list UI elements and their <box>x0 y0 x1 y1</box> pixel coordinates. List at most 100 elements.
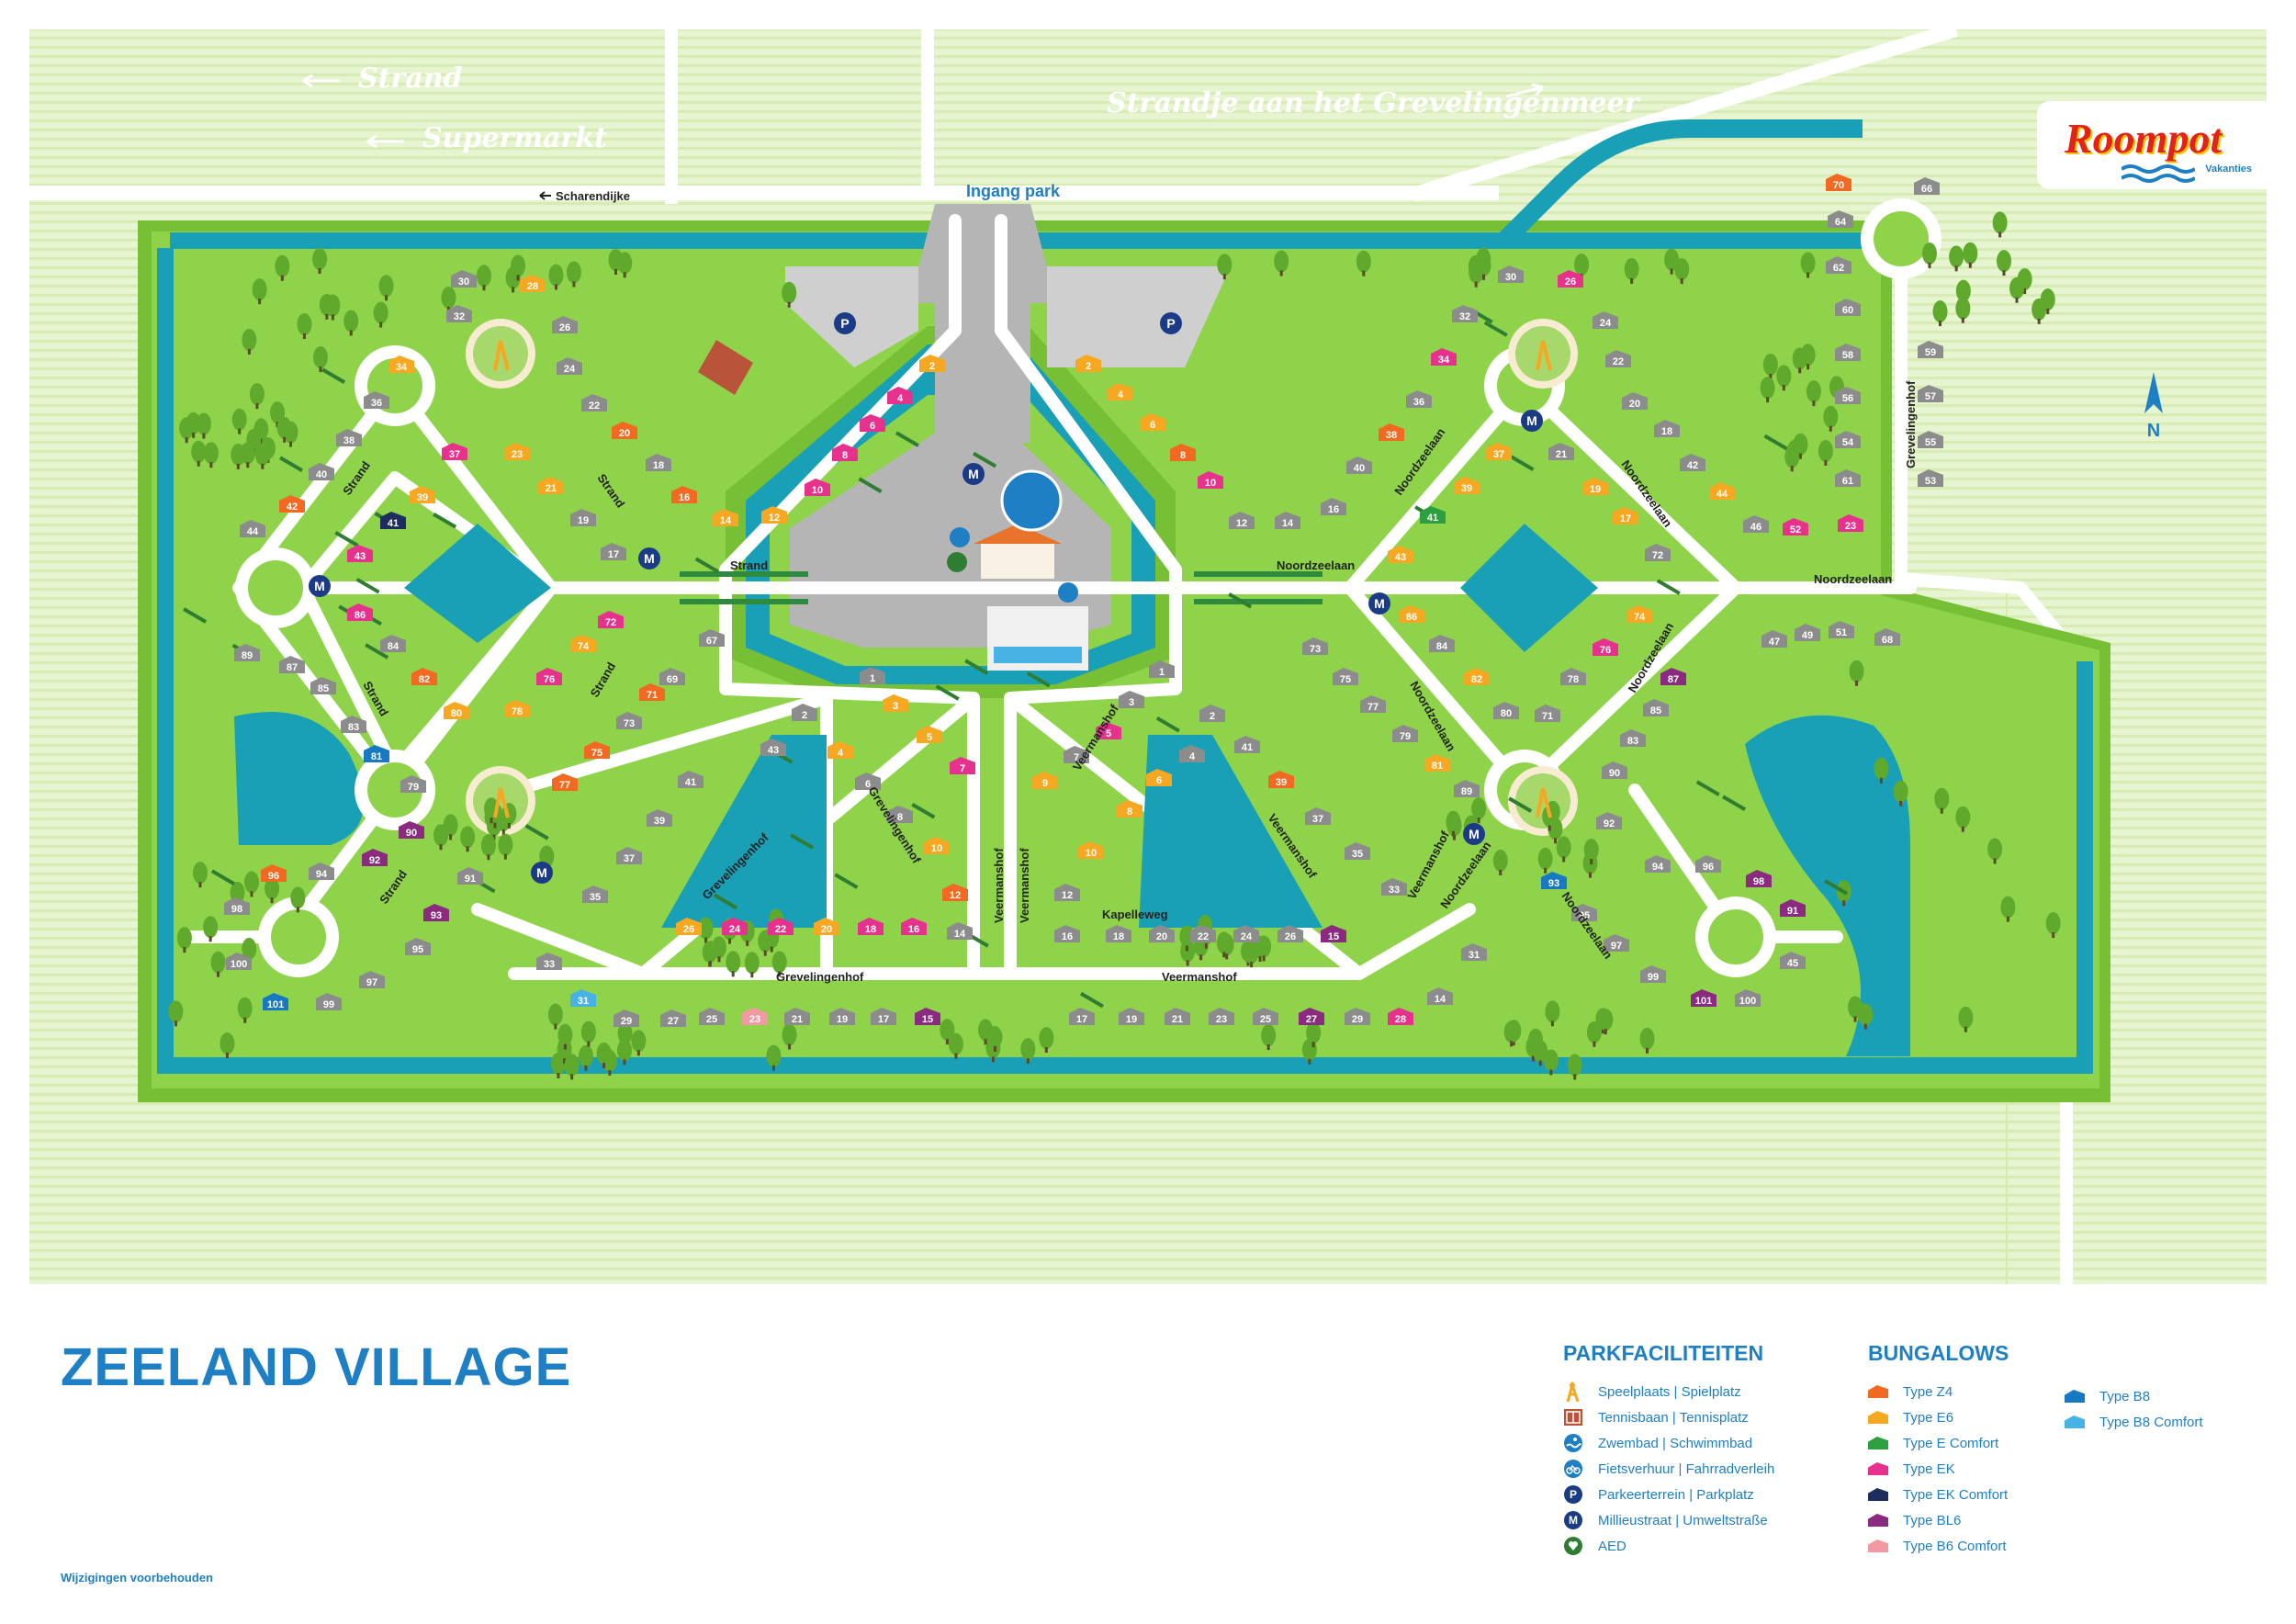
tree <box>1800 344 1816 367</box>
bungalow: 39 <box>1268 771 1294 788</box>
tree <box>1274 250 1289 273</box>
tree <box>249 383 264 406</box>
bungalow-number: 20 <box>821 924 832 935</box>
legend-label: Fietsverhuur | Fahrradverleih <box>1598 1460 1775 1477</box>
tree-trunk <box>1553 838 1557 844</box>
house-icon <box>2065 1386 2085 1406</box>
tree <box>1306 1021 1322 1044</box>
house-icon <box>1399 605 1424 623</box>
bungalow-number: 72 <box>1652 550 1663 561</box>
bungalow-number: 89 <box>1461 786 1472 797</box>
tree <box>312 248 328 271</box>
tree-trunk <box>209 462 213 468</box>
legend-label: Type E Comfort <box>1903 1435 1999 1451</box>
bungalow-number: 32 <box>1459 311 1470 322</box>
tree-trunk <box>1199 954 1203 961</box>
bungalow-number: 56 <box>1842 393 1853 404</box>
legend-item: Type E6 <box>1868 1404 2009 1430</box>
bungalow-number: 16 <box>908 924 919 935</box>
house-icon <box>1117 800 1142 818</box>
tree-trunk <box>439 844 443 851</box>
tree <box>1537 847 1553 870</box>
bungalow-number: 43 <box>768 745 779 756</box>
house-icon <box>504 700 530 717</box>
bungalow-number: 19 <box>578 515 589 526</box>
roompot-logo[interactable]: Roompot Vakanties <box>2037 101 2276 189</box>
compass-label: N <box>2147 421 2160 441</box>
house-icon <box>279 656 305 673</box>
house-icon <box>601 543 626 560</box>
legend-item: Type EK Comfort <box>1868 1482 2009 1507</box>
bungalow-number: 21 <box>1556 449 1567 460</box>
tree-trunk <box>349 330 353 336</box>
parking-glyph: P <box>1166 316 1175 331</box>
bungalow: 40 <box>309 463 334 480</box>
bungalow-number: 17 <box>608 549 619 560</box>
legend-label: Speelplaats | Spielplatz <box>1598 1383 1741 1400</box>
bungalow-number: 30 <box>1505 272 1516 283</box>
house-icon <box>639 683 665 701</box>
tree-trunk <box>1782 385 1785 391</box>
house-icon <box>570 635 596 652</box>
bungalow-number: 96 <box>1703 862 1714 873</box>
bungalow-number: 93 <box>431 910 442 921</box>
tree-trunk <box>1266 1044 1270 1051</box>
tree-trunk <box>1258 955 1262 962</box>
bungalow: 9 <box>1032 772 1058 789</box>
tree <box>2045 912 2061 935</box>
bungalow: 29 <box>1345 1008 1370 1025</box>
tree <box>1949 245 1964 268</box>
recycling-glyph: M <box>1469 827 1480 841</box>
house-icon <box>1571 904 1597 921</box>
house-icon <box>411 668 437 685</box>
bungalow-number: 42 <box>1687 460 1698 471</box>
bungalow: 17 <box>601 543 626 560</box>
tree <box>511 254 526 277</box>
pond-triangle <box>661 735 827 928</box>
bicycle-icon <box>950 527 970 547</box>
bungalow: 84 <box>380 635 406 652</box>
house-icon <box>1695 855 1721 873</box>
tree <box>176 927 192 950</box>
tree-trunk <box>1604 1029 1607 1035</box>
bungalow-number: 5 <box>1106 728 1111 739</box>
bungalow-number: 43 <box>1395 552 1406 563</box>
bungalow: 92 <box>362 849 388 866</box>
tree-trunk <box>1842 900 1846 907</box>
bungalow-number: 76 <box>1600 645 1611 656</box>
playground-icon <box>1563 1382 1583 1402</box>
tree <box>1556 836 1571 859</box>
tree-trunk <box>318 268 321 275</box>
bungalow-number: 1 <box>1159 667 1165 678</box>
bungalow: 14 <box>947 922 973 940</box>
tennis-icon <box>1563 1407 1583 1427</box>
house-swatch <box>1868 1514 1888 1527</box>
bungalow: 86 <box>1399 605 1424 623</box>
recycling-icon <box>638 547 660 570</box>
tree-trunk <box>771 1065 775 1071</box>
house-icon <box>1275 512 1300 529</box>
bungalow: 32 <box>446 305 472 322</box>
tree-trunk <box>708 961 712 967</box>
tree-trunk <box>1939 321 1942 327</box>
house-icon <box>1918 385 1943 402</box>
bungalow: 31 <box>1461 943 1487 961</box>
legend-item: Type Z4 <box>1868 1379 2009 1404</box>
tree-trunk <box>1044 1047 1048 1054</box>
bungalow-number: 7 <box>1074 752 1079 763</box>
bungalow-number: 28 <box>527 281 538 292</box>
bungalow: 76 <box>1593 638 1618 656</box>
bungalow: 19 <box>1119 1008 1144 1025</box>
bungalow-number: 86 <box>1406 612 1417 623</box>
bungalow: 72 <box>1645 544 1671 561</box>
house-swatch <box>1868 1411 1888 1424</box>
canal <box>157 248 2093 1074</box>
bungalow: 2 <box>792 704 817 721</box>
house-icon <box>1918 431 1943 448</box>
tree <box>744 952 760 975</box>
house-icon <box>814 918 839 935</box>
tree-trunk <box>636 1050 640 1056</box>
tree-trunk <box>1222 274 1226 280</box>
bungalow: 69 <box>659 668 685 685</box>
house-icon <box>1464 668 1490 685</box>
